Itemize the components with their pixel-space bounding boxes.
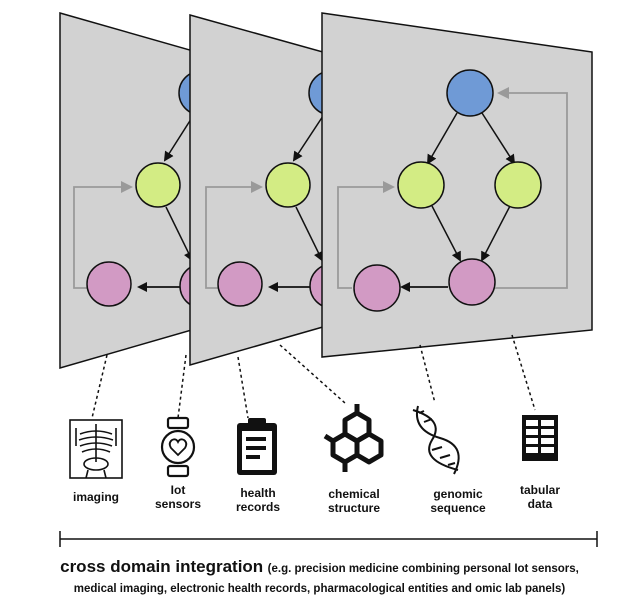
table-icon xyxy=(522,415,558,461)
label-chemical-structure: chemical structure xyxy=(327,487,380,515)
node-pink xyxy=(353,264,401,312)
panel-3 xyxy=(321,12,593,358)
label-health-records: health records xyxy=(235,486,281,514)
caption-line1: (e.g. precision medicine combining perso… xyxy=(267,563,579,575)
node-blue xyxy=(446,69,494,117)
caption: cross domain integration (e.g. precision… xyxy=(0,556,639,598)
label-tabular-data: tabular data xyxy=(519,483,560,511)
clipboard-icon xyxy=(237,418,277,475)
dotted-connectors xyxy=(91,334,536,419)
dna-icon xyxy=(412,405,460,475)
node-green xyxy=(135,162,181,208)
node-green xyxy=(494,161,542,209)
smartwatch-icon xyxy=(160,416,196,478)
node-pink xyxy=(217,261,263,307)
label-genomic-sequence: genomic sequence xyxy=(430,487,486,515)
xray-icon xyxy=(69,419,123,479)
caption-line2: medical imaging, electronic health recor… xyxy=(73,583,566,595)
node-green xyxy=(397,161,445,209)
label-imaging: imaging xyxy=(72,490,119,504)
label-iot-sensors: Iot sensors xyxy=(154,483,202,511)
caption-title: cross domain integration xyxy=(60,557,264,576)
node-pink xyxy=(448,258,496,306)
integration-bracket xyxy=(59,531,598,547)
node-green xyxy=(265,162,311,208)
molecule-icon xyxy=(323,404,384,472)
node-pink xyxy=(86,261,132,307)
